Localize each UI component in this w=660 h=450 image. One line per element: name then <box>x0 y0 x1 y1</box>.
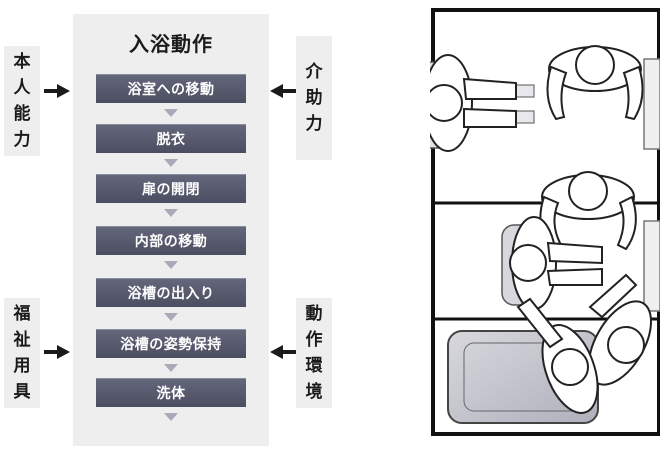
flow-column: 入浴動作 浴室への移動 脱衣 扉の開閉 内部の移動 浴槽の出入り 浴槽の姿勢保持… <box>73 14 269 446</box>
step-undress: 脱衣 <box>96 124 246 153</box>
arrow-right-icon <box>44 84 70 98</box>
down-arrow-icon <box>164 413 178 421</box>
step-door-open-close: 扉の開閉 <box>96 174 246 203</box>
down-arrow-icon <box>164 109 178 117</box>
step-bathtub-in-out: 浴槽の出入り <box>96 278 246 307</box>
personal-ability-box: 本 人 能 力 <box>4 46 40 156</box>
step-move-to-bathroom: 浴室への移動 <box>96 74 246 103</box>
personal-ability-char: 力 <box>13 130 31 150</box>
seated-person-icon <box>430 54 517 152</box>
bathing-person-icon <box>588 273 652 386</box>
down-arrow-icon <box>164 209 178 217</box>
bathroom-floorplan-illustration <box>430 8 660 436</box>
step-wash-body: 洗体 <box>96 378 246 407</box>
down-arrow-icon <box>164 261 178 269</box>
environment-char: 環 <box>305 356 323 376</box>
step-bathtub-posture: 浴槽の姿勢保持 <box>96 329 246 358</box>
down-arrow-icon <box>164 313 178 321</box>
diagram-title: 入浴動作 <box>129 32 213 56</box>
arrow-left-icon <box>270 84 296 98</box>
assistance-box: 介 助 力 <box>296 36 332 160</box>
bathing-flow-diagram: 本 人 能 力 福 祉 用 具 介 助 力 動 作 環 境 入浴動作 浴室への移… <box>4 14 332 446</box>
seated-person-icon <box>509 216 603 310</box>
assistance-char: 力 <box>305 114 323 134</box>
down-arrow-icon <box>164 364 178 372</box>
environment-char: 動 <box>305 304 323 324</box>
assistant-person-icon <box>539 171 637 251</box>
personal-ability-char: 能 <box>13 104 31 124</box>
standing-person-icon <box>546 45 644 121</box>
environment-char: 作 <box>305 330 323 350</box>
arrow-right-icon <box>44 345 70 359</box>
welfare-equipment-char: 具 <box>13 382 31 402</box>
welfare-equipment-char: 用 <box>13 356 31 376</box>
environment-box: 動 作 環 境 <box>296 298 332 408</box>
arrow-left-icon <box>270 345 296 359</box>
welfare-equipment-char: 福 <box>13 304 31 324</box>
environment-char: 境 <box>305 382 323 402</box>
personal-ability-char: 人 <box>13 78 31 98</box>
step-internal-move: 内部の移動 <box>96 226 246 255</box>
personal-ability-char: 本 <box>13 52 31 72</box>
welfare-equipment-box: 福 祉 用 具 <box>4 298 40 408</box>
down-arrow-icon <box>164 159 178 167</box>
assistance-char: 助 <box>305 88 323 108</box>
assistance-char: 介 <box>305 62 323 82</box>
welfare-equipment-char: 祉 <box>13 330 31 350</box>
assistant-person-icon <box>516 297 599 414</box>
